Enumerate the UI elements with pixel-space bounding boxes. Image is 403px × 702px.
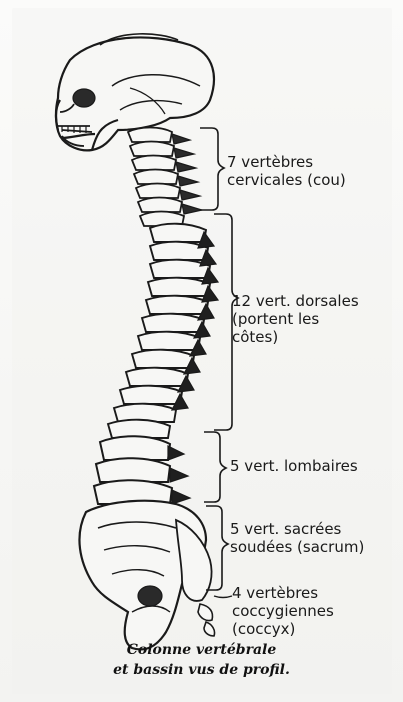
- sacral-label: 5 vert. sacrées soudées (sacrum): [230, 520, 364, 556]
- lumbar-bracket: [204, 432, 226, 502]
- dorsal-label-line1: 12 vert. dorsales: [232, 292, 359, 310]
- cervical-bracket: [200, 128, 224, 210]
- coccygeal-label-line1: 4 vertèbres: [232, 584, 334, 602]
- eye-socket: [73, 89, 95, 107]
- dorsal-vertebrae: [108, 224, 210, 438]
- acetabulum: [138, 586, 162, 606]
- lumbar-label-line1: 5 vert. lombaires: [230, 457, 358, 475]
- coccyx-pointer: [214, 596, 232, 598]
- lumbar-vertebrae: [94, 436, 172, 504]
- lumbar-label: 5 vert. lombaires: [230, 457, 358, 475]
- caption-line2: et bassin vus de profil.: [0, 660, 403, 680]
- coccygeal-label-line3: (coccyx): [232, 620, 334, 638]
- cervical-label-line2: cervicales (cou): [227, 171, 346, 189]
- coccygeal-label-line2: coccygiennes: [232, 602, 334, 620]
- dorsal-label-line2: (portent les: [232, 310, 359, 328]
- dorsal-label: 12 vert. dorsales (portent les côtes): [232, 292, 359, 346]
- caption-line1: Colonne vertébrale: [0, 640, 403, 660]
- coccyx: [198, 604, 215, 636]
- sacral-label-line2: soudées (sacrum): [230, 538, 364, 556]
- dorsal-label-line3: côtes): [232, 328, 359, 346]
- sacral-label-line1: 5 vert. sacrées: [230, 520, 364, 538]
- cervical-label: 7 vertèbres cervicales (cou): [227, 153, 346, 189]
- figure-caption: Colonne vertébrale et bassin vus de prof…: [0, 640, 403, 680]
- coccygeal-label: 4 vertèbres coccygiennes (coccyx): [232, 584, 334, 638]
- cervical-label-line1: 7 vertèbres: [227, 153, 346, 171]
